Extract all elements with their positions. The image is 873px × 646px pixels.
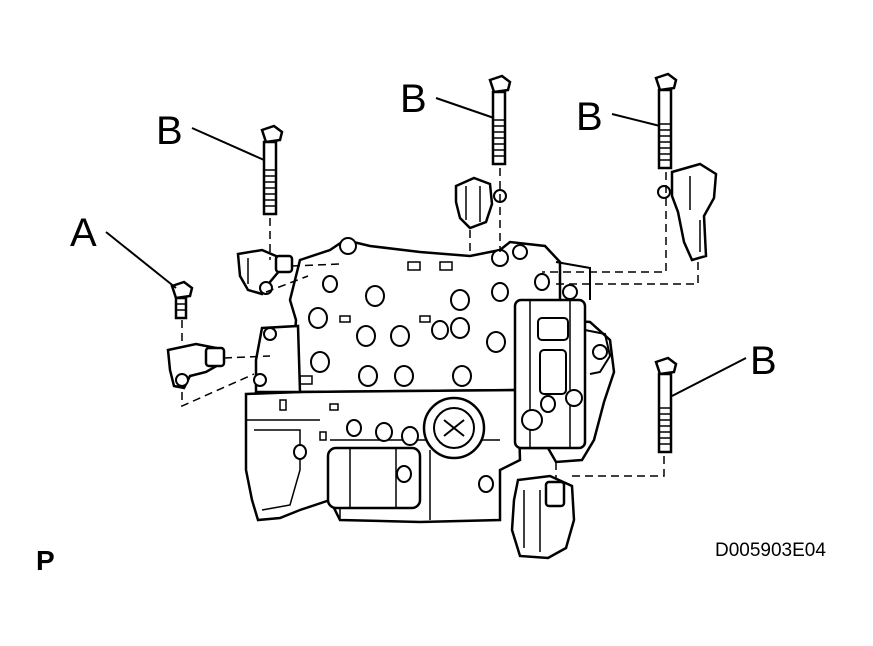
bolt-a: [170, 280, 194, 320]
valve-body: [244, 237, 616, 524]
corner-mark: P: [36, 545, 55, 576]
bolt-b-left: [260, 124, 284, 216]
bolt-b-center: [488, 74, 512, 166]
callout-b-right: B: [576, 95, 603, 139]
callout-b-left: B: [156, 109, 183, 153]
leader-lines: [105, 97, 747, 397]
figure-code: D005903E04: [715, 540, 826, 561]
callout-b-lower-right: B: [750, 339, 777, 383]
alignment-lines: [181, 168, 699, 478]
solenoid-center: [454, 176, 507, 230]
bolt-b-right: [654, 72, 678, 170]
solenoid-bottom: [510, 474, 576, 560]
sensor-a: [166, 342, 226, 390]
solenoid-right: [657, 162, 718, 262]
callout-a: A: [70, 211, 97, 255]
valve-body-holes: [293, 273, 556, 493]
callout-b-center: B: [400, 77, 427, 121]
solenoid-left: [236, 248, 294, 296]
bolt-b-lower-right: [654, 356, 678, 454]
